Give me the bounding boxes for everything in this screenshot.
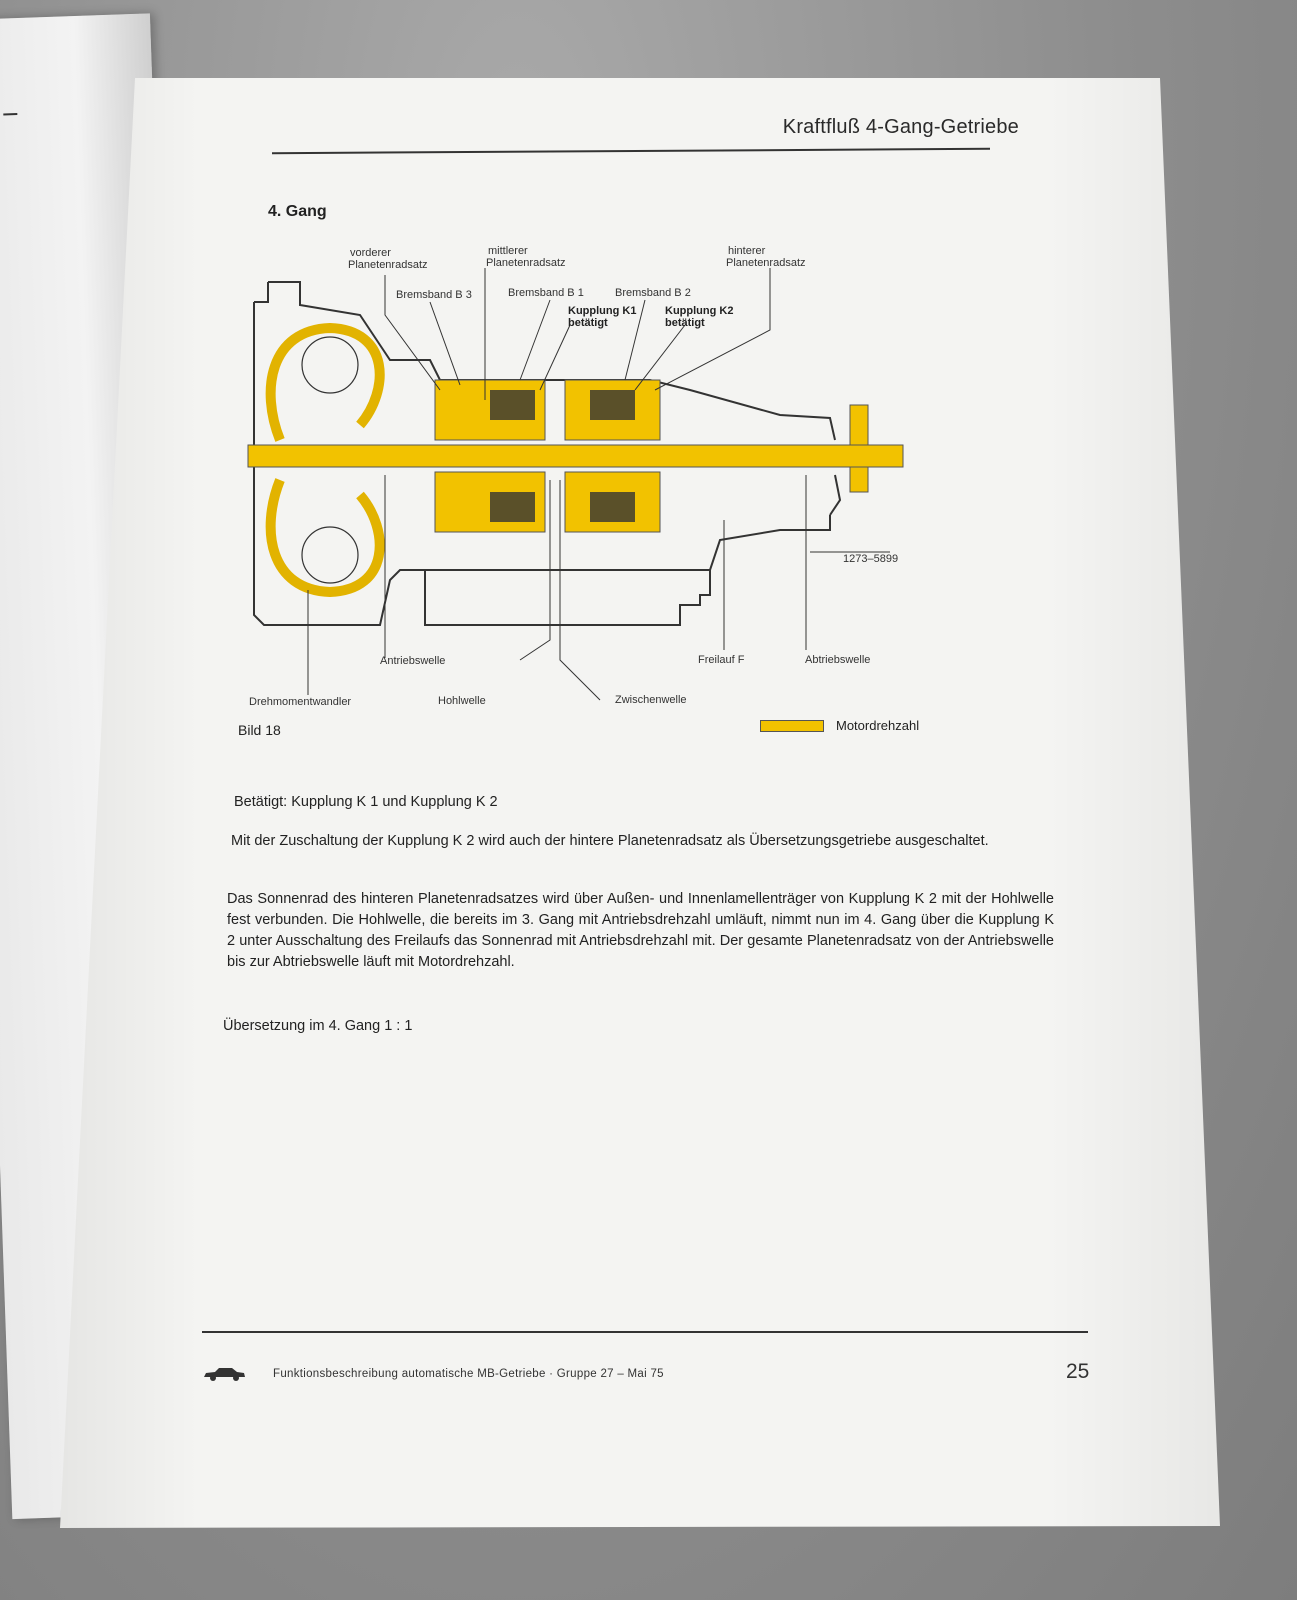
page-number: 25 xyxy=(1066,1360,1090,1383)
label-bremsband-b3: Bremsband B 3 xyxy=(396,289,472,301)
label-hinterer: hinterer xyxy=(728,245,766,257)
left-page-mark xyxy=(3,113,18,116)
label-mittlerer-2: Planetenradsatz xyxy=(486,257,566,269)
paragraph-sonnenrad: Das Sonnenrad des hinteren Planetenradsa… xyxy=(227,891,1054,970)
legend: Motordrehzahl xyxy=(760,718,919,733)
label-bremsband-b1: Bremsband B 1 xyxy=(508,287,584,299)
label-antriebswelle: Antriebswelle xyxy=(380,655,445,667)
label-vorderer-2: Planetenradsatz xyxy=(348,259,428,271)
main-shaft xyxy=(247,444,904,468)
legend-swatch xyxy=(760,719,824,732)
housing-outline xyxy=(253,281,842,626)
legend-label: Motordrehzahl xyxy=(836,718,920,733)
label-zwischenwelle: Zwischenwelle xyxy=(615,694,687,706)
torque-converter xyxy=(265,322,385,598)
footer-text: Funktionsbeschreibung automatische MB-Ge… xyxy=(273,1368,664,1380)
label-hohlwelle: Hohlwelle xyxy=(438,695,486,707)
header-title: Kraftfluß 4-Gang-Getriebe xyxy=(782,116,1019,138)
paragraph-zuschaltung: Mit der Zuschaltung der Kupplung K 2 wir… xyxy=(231,833,989,849)
label-vorderer: vorderer xyxy=(350,247,391,259)
label-figure-code: 1273–5899 xyxy=(843,553,898,565)
label-freilauf: Freilauf F xyxy=(698,654,745,666)
transmission-diagram: vorderer Planetenradsatz mittlerer Plane… xyxy=(247,245,904,708)
paragraph-betaetigt: Betätigt: Kupplung K 1 und Kupplung K 2 xyxy=(234,794,498,810)
label-mittlerer: mittlerer xyxy=(488,245,528,257)
label-k2-betaetigt: betätigt xyxy=(665,317,705,329)
section-title: 4. Gang xyxy=(268,203,327,220)
label-kupplung-k2: Kupplung K2 xyxy=(665,305,733,317)
clutch-packs xyxy=(490,390,635,522)
label-bremsband-b2: Bremsband B 2 xyxy=(615,287,691,299)
car-icon xyxy=(204,1368,245,1381)
label-abtriebswelle: Abtriebswelle xyxy=(805,654,870,666)
label-drehmomentwandler: Drehmomentwandler xyxy=(249,696,351,708)
footer-rule xyxy=(202,1331,1088,1333)
label-k1-betaetigt: betätigt xyxy=(568,317,608,329)
figure-label: Bild 18 xyxy=(238,722,281,738)
paragraph-uebersetzung: Übersetzung im 4. Gang 1 : 1 xyxy=(223,1018,413,1034)
label-hinterer-2: Planetenradsatz xyxy=(726,257,806,269)
label-kupplung-k1: Kupplung K1 xyxy=(568,305,636,317)
leader-lines xyxy=(307,268,890,701)
